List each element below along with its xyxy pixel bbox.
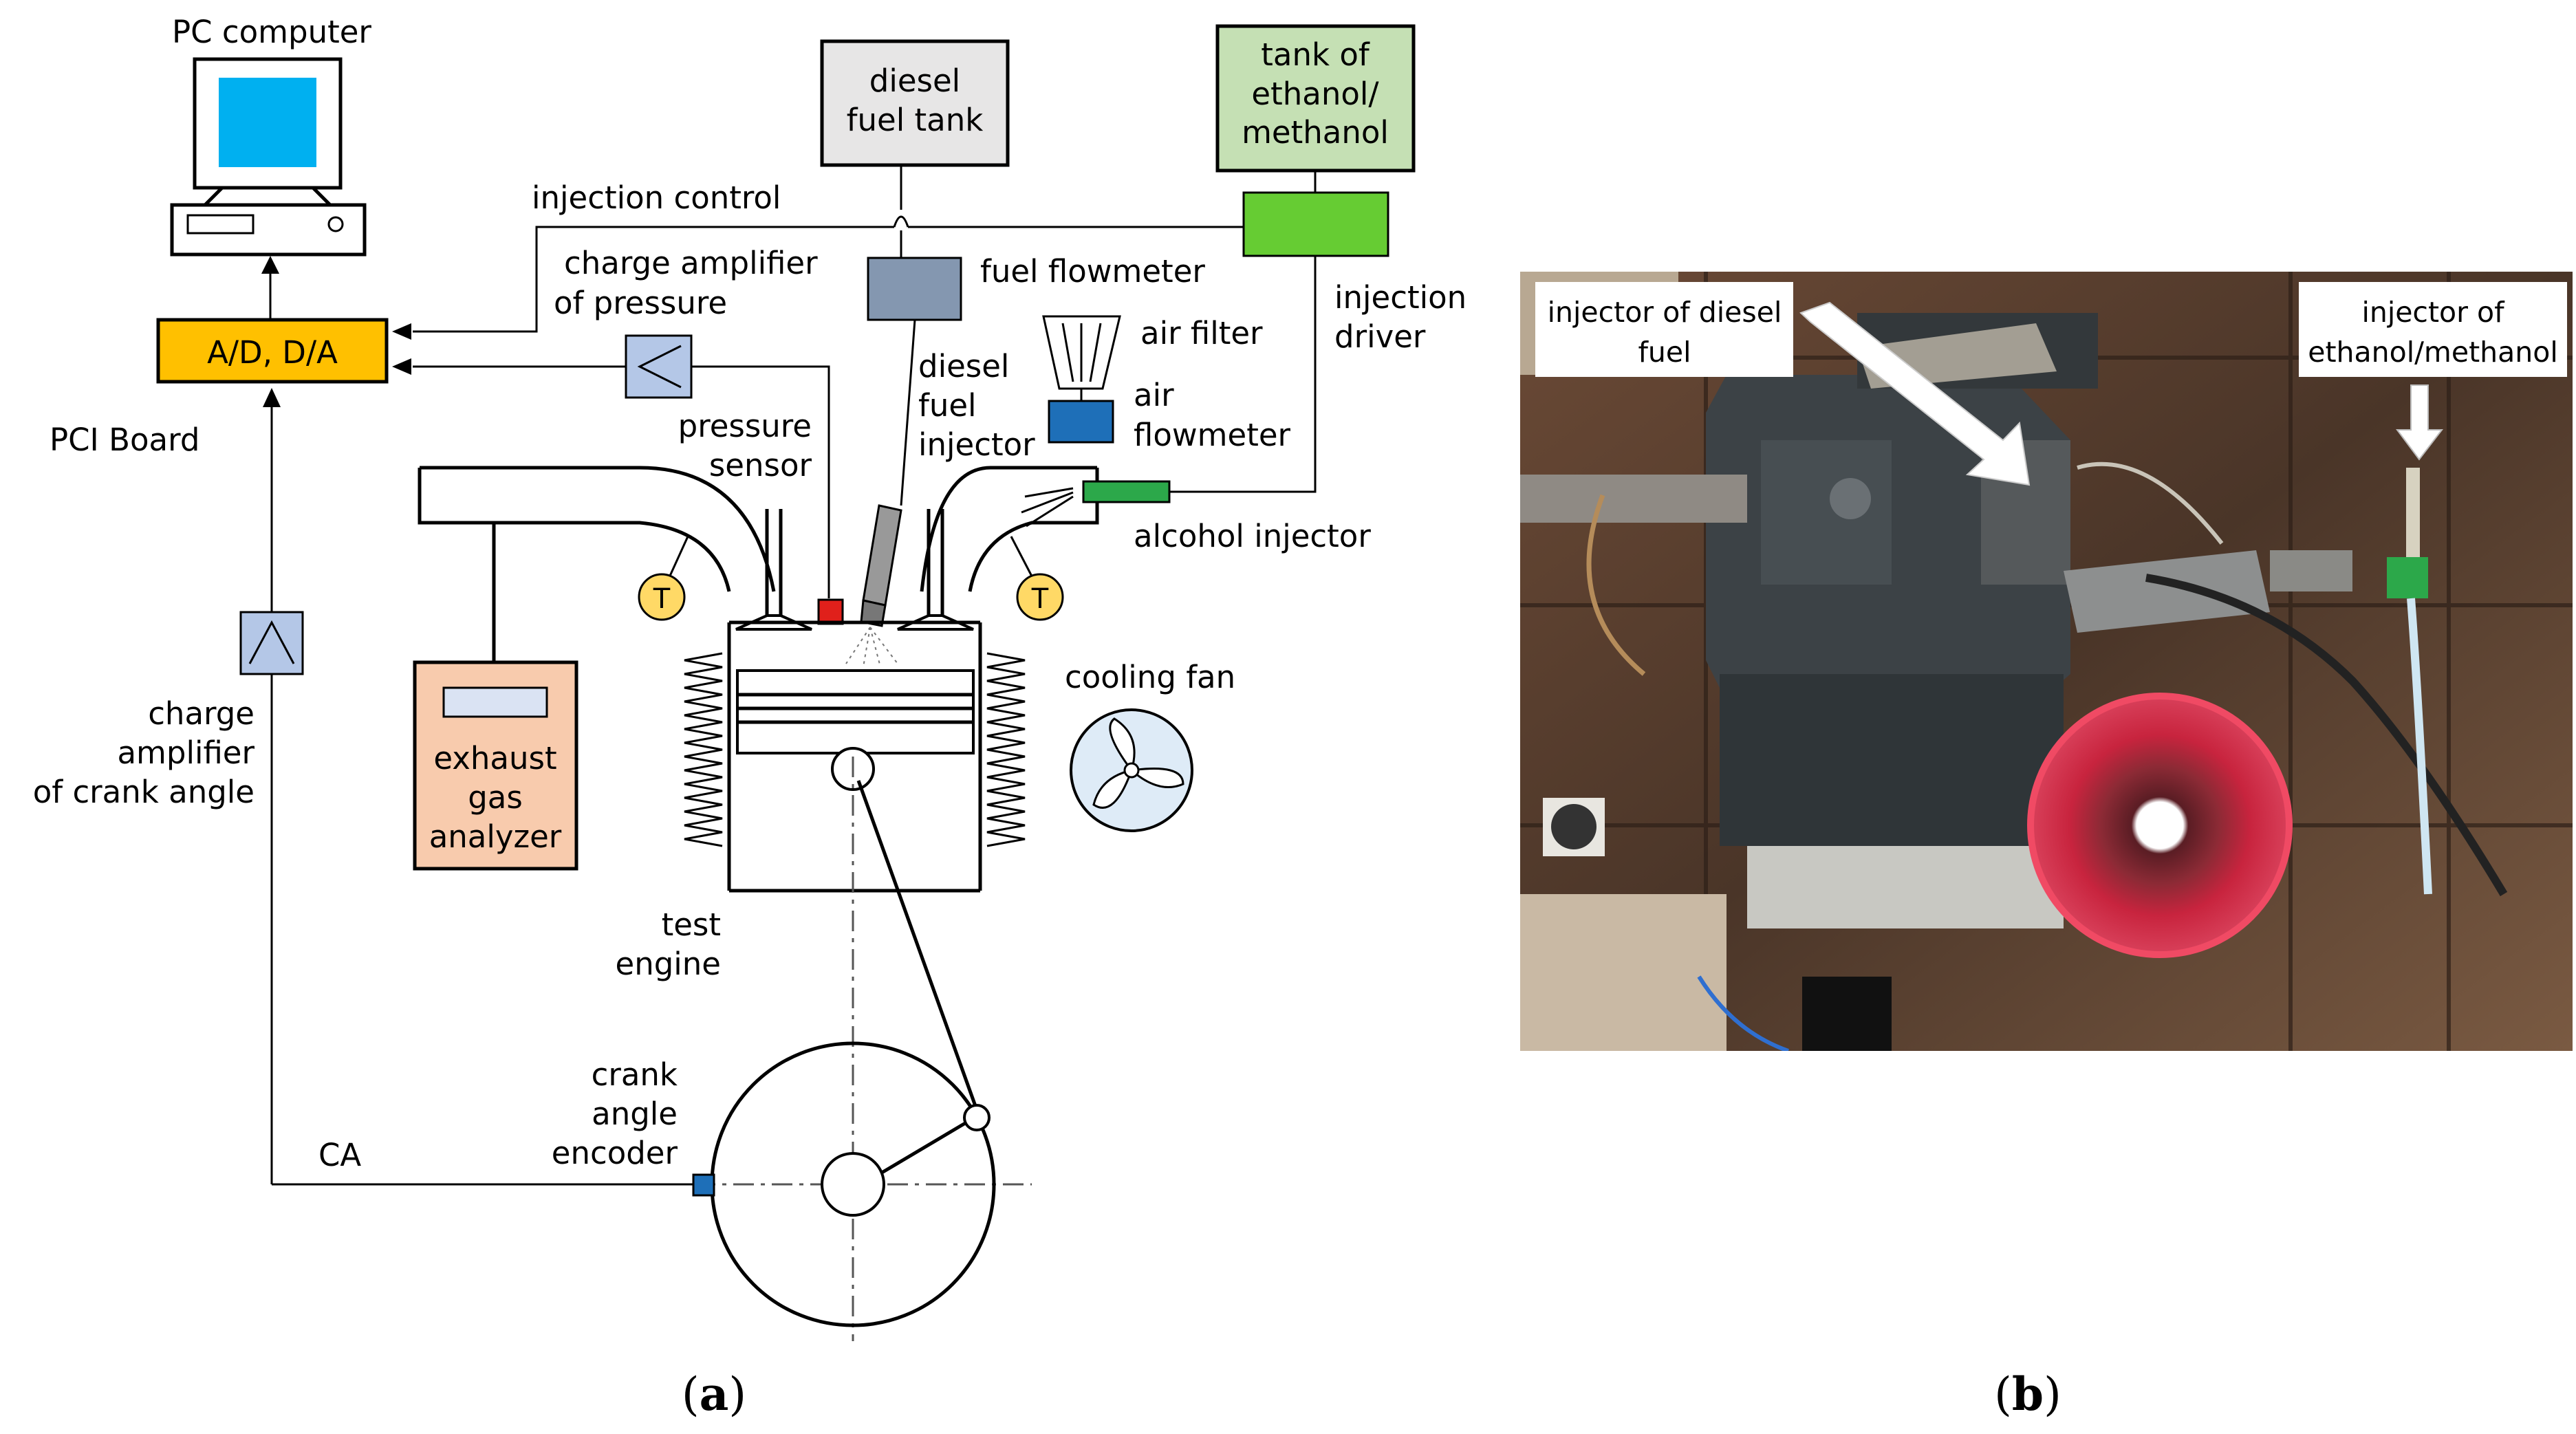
- label-alcohol-injector-photo-line-1: injector of: [2361, 296, 2505, 329]
- ad-da-label: A/D, D/A: [207, 334, 338, 371]
- injection-driver-label-2: driver: [1334, 318, 1426, 355]
- crank-angle-encoder: [692, 1173, 715, 1197]
- arrow-to-alcohol-injector: [2396, 384, 2444, 461]
- pressure-sensor-label-2: sensor: [709, 447, 812, 484]
- charge-amp-crank-label-3: of crank angle: [33, 774, 255, 810]
- ad-da-board: [156, 318, 389, 384]
- pci-board-label: PCI Board: [50, 422, 199, 458]
- fuel-flowmeter: [867, 257, 962, 321]
- air-flowmeter-label-1: air: [1134, 377, 1174, 413]
- fuel-flowmeter-label: fuel flowmeter: [980, 253, 1205, 290]
- injection-driver-label-1: injection: [1334, 279, 1466, 316]
- crankshaft: [695, 757, 1032, 1341]
- exhaust-analyzer-label-2: gas: [468, 779, 523, 816]
- diesel-tank-label-2: fuel tank: [847, 102, 984, 138]
- diesel-injector-label-3: injector: [918, 426, 1035, 463]
- charge-amp-pressure-label-2: of pressure: [554, 285, 727, 321]
- crank-encoder-label-1: crank: [592, 1056, 678, 1093]
- diesel-injector-label-1: diesel: [918, 348, 1009, 384]
- charge-amp-crank-label-2: amplifier: [117, 735, 255, 771]
- cooling-fan-label: cooling fan: [1065, 659, 1235, 695]
- label-alcohol-injector-photo: injector of ethanol/methanol: [2299, 282, 2567, 377]
- arrow-to-diesel-injector: [1799, 301, 2031, 486]
- thermocouple-exhaust-label: T: [653, 583, 671, 615]
- test-engine-cylinder: [684, 622, 1026, 893]
- pc-screen: [219, 78, 316, 167]
- exhaust-valve: [735, 509, 812, 631]
- diesel-injector-label-2: fuel: [918, 387, 977, 424]
- pressure-sensor-label-1: pressure: [678, 408, 812, 444]
- exhaust-manifold: [418, 466, 776, 592]
- alcohol-tank-label-2: ethanol/: [1251, 76, 1379, 112]
- air-flowmeter-label-2: flowmeter: [1134, 417, 1291, 453]
- analyzer-display: [442, 686, 548, 718]
- crank-encoder-label-3: encoder: [552, 1135, 678, 1171]
- label-diesel-injector-photo: injector of diesel fuel: [1535, 282, 1793, 377]
- intake-manifold: [920, 466, 1099, 592]
- alcohol-injector-label: alcohol injector: [1134, 518, 1371, 554]
- charge-amp-crank-label-1: charge: [148, 695, 255, 732]
- test-engine-label-2: engine: [616, 946, 721, 982]
- diesel-spray: [845, 627, 898, 668]
- injection-driver: [1242, 191, 1389, 257]
- charge-amplifier-pressure: [625, 334, 693, 399]
- thermocouple-exhaust: T: [638, 536, 689, 621]
- label-diesel-injector-photo-line-2: fuel: [1638, 336, 1691, 369]
- panel-b-photo: injector of diesel fuel injector of etha…: [1520, 272, 2573, 1421]
- label-alcohol-injector-photo-line-2: ethanol/methanol: [2308, 336, 2558, 369]
- alcohol-tank-label-1: tank of: [1261, 36, 1370, 73]
- intake-valve: [897, 509, 974, 631]
- pc-computer-icon: [170, 57, 367, 257]
- thermocouple-intake-label: T: [1031, 583, 1049, 615]
- cooling-fan-icon: [1070, 708, 1193, 832]
- alcohol-injector: [1082, 480, 1171, 503]
- pressure-sensor: [817, 598, 844, 625]
- test-engine-label-1: test: [662, 906, 721, 943]
- alcohol-tank-label-3: methanol: [1242, 114, 1389, 151]
- label-diesel-injector-photo-line-1: injector of diesel: [1548, 296, 1782, 329]
- air-filter-icon: [1042, 315, 1121, 390]
- ca-label: CA: [318, 1137, 361, 1173]
- exhaust-analyzer-label-3: analyzer: [429, 818, 562, 855]
- air-flowmeter: [1048, 400, 1114, 444]
- pc-computer-label: PC computer: [172, 14, 371, 50]
- diesel-fuel-tank: [820, 39, 1010, 167]
- injection-control-label: injection control: [532, 180, 781, 216]
- caption-a: (a): [682, 1367, 746, 1421]
- air-filter-label: air filter: [1140, 315, 1263, 351]
- diesel-fuel-injector: [860, 504, 902, 627]
- panel-a-schematic: PC computer A/D, D/A PCI Board injection…: [33, 14, 1466, 1421]
- thermocouple-intake: T: [1010, 536, 1064, 621]
- alcohol-spray: [1021, 487, 1074, 528]
- crank-encoder-label-2: angle: [592, 1096, 678, 1132]
- charge-amp-pressure-label-1: charge amplifier: [564, 245, 818, 281]
- caption-b: (b): [1994, 1367, 2061, 1421]
- diesel-tank-label-1: diesel: [869, 63, 960, 99]
- exhaust-analyzer-label-1: exhaust: [433, 740, 556, 776]
